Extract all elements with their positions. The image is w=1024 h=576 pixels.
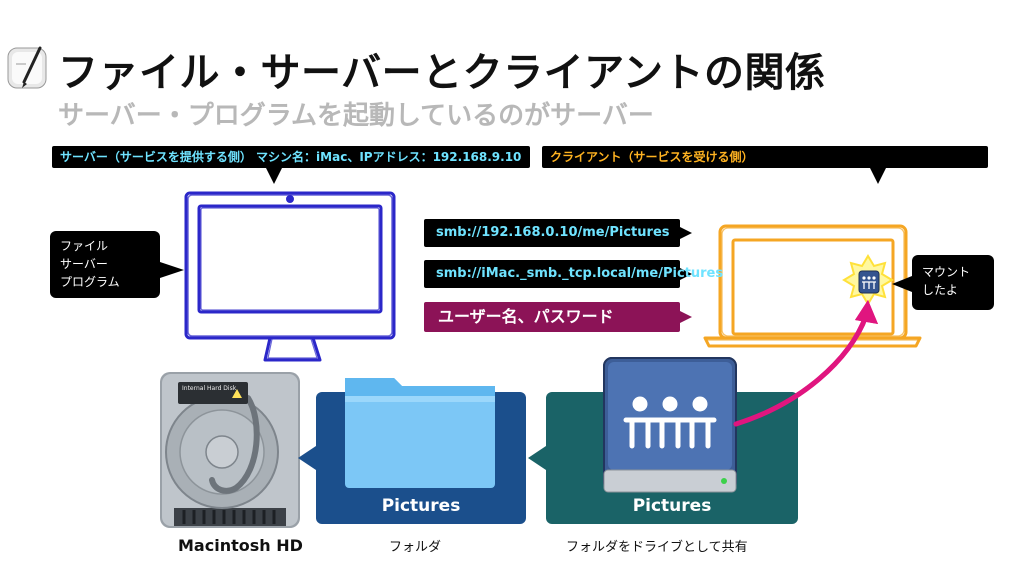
file-server-callout: ファイル サーバー プログラム (50, 231, 160, 298)
share-panel: Pictures (546, 392, 798, 524)
folder-panel: Pictures (316, 392, 526, 524)
mount-callout-pointer (892, 276, 912, 292)
client-banner: クライアント（サービスを受ける側） (542, 146, 988, 168)
smb-url-ip: smb://192.168.0.10/me/Pictures (424, 219, 680, 247)
client-banner-pointer (870, 168, 886, 184)
folder-panel-pointer (298, 446, 316, 470)
mount-callout-line-2: したよ (922, 283, 959, 297)
slide-subtitle: サーバー・プログラムを起動しているのがサーバー (58, 101, 654, 131)
file-server-callout-pointer (160, 262, 184, 278)
share-panel-label: Pictures (632, 496, 712, 516)
server-banner-pointer (266, 168, 282, 184)
folder-caption: フォルダ (389, 540, 442, 555)
smb-url-hostname: smb://iMac._smb._tcp.local/me/Pictures (424, 260, 723, 288)
folder-panel-label: Pictures (381, 496, 461, 516)
hard-disk-icon: Internal Hard Disk (160, 372, 300, 528)
disk-label-text: Internal Hard Disk (182, 385, 237, 392)
keynote-icon (7, 46, 47, 89)
slide-title: ファイル・サーバーとクライアントの関係 (58, 50, 826, 96)
file-server-callout-line-1: ファイル (60, 239, 109, 253)
credentials-bar: ユーザー名、パスワード (424, 302, 680, 332)
server-banner: サーバー（サービスを提供する側） マシン名：iMac、IPアドレス：192.16… (52, 146, 530, 168)
mount-callout: マウント したよ (912, 255, 994, 310)
share-caption: フォルダをドライブとして共有 (566, 540, 748, 555)
disk-caption: Macintosh HD (178, 536, 303, 555)
mount-callout-line-1: マウント (922, 265, 971, 279)
mounted-volume-icon (842, 254, 894, 306)
client-laptop (703, 224, 922, 348)
server-monitor (184, 191, 396, 362)
file-server-callout-line-3: プログラム (60, 275, 120, 289)
share-panel-pointer (528, 446, 546, 470)
file-server-callout-line-2: サーバー (60, 257, 108, 271)
